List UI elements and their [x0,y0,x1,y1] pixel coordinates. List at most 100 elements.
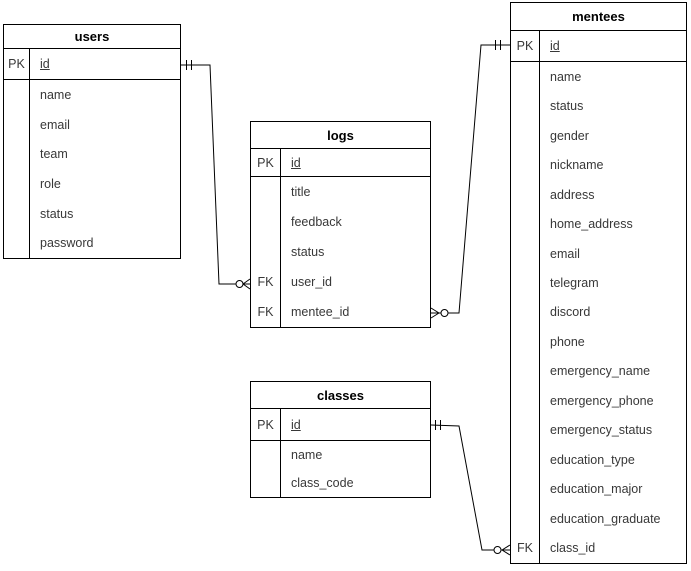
key-cell-empty [511,475,539,504]
attribute-row: nickname [550,158,604,173]
key-cell-empty [4,110,29,140]
attribute-column: name email team role status password [30,80,180,258]
pk-field: id [291,155,301,170]
attribute-row: name [550,69,582,84]
key-cell-empty [511,121,539,150]
attribute-row: status [40,206,74,221]
attribute-column: name class_code [281,441,430,497]
crow-foot-prong-logs-to-mentees [430,312,440,319]
zero-or-many-circle-classes-to-mentees [493,546,502,554]
attribute-row: address [550,187,595,202]
attribute-row: title [291,185,311,199]
pk-label: PK [4,49,30,79]
primary-key-row: PK id [511,31,686,62]
attribute-rows: name class_code [251,441,430,497]
key-column: FK FK [251,177,281,327]
attribute-row: gender [550,128,589,143]
pk-label: PK [511,31,540,61]
crow-foot-prong-classes-to-mentees [501,549,511,556]
attribute-row: telegram [550,276,599,291]
table-title: logs [251,122,430,149]
key-cell-empty [511,445,539,474]
key-cell-empty [4,80,29,110]
key-cell-empty [511,298,539,327]
key-cell-empty [511,209,539,238]
key-cell-empty [511,416,539,445]
key-cell-empty [251,177,280,207]
attribute-row: team [40,147,68,162]
attribute-row: status [291,245,325,259]
key-cell-empty [511,504,539,533]
crow-foot-prong-users-to-logs [242,278,251,285]
fk-label: FK [257,275,274,289]
zero-or-many-circle-users-to-logs [235,280,244,288]
crow-foot-prong-classes-to-mentees [501,544,511,551]
pk-label: PK [251,409,281,440]
pk-field: id [291,417,301,432]
attribute-row: password [40,236,94,251]
connector-classes-to-mentees [430,424,510,551]
attribute-row: education_type [550,452,635,467]
attribute-rows: name email team role status password [4,80,180,258]
key-cell-empty [251,441,280,469]
attribute-row: class_id [550,541,596,556]
pk-label: PK [251,149,281,176]
key-cell-empty [511,327,539,356]
crow-foot-prong-logs-to-mentees [430,307,440,314]
key-cell-empty [4,199,29,229]
key-column [251,441,281,497]
key-cell-empty [511,91,539,120]
pk-field: id [40,57,50,71]
attribute-row: emergency_status [550,423,653,438]
connector-users-to-logs [181,64,250,285]
key-cell-empty [4,228,29,258]
fk-label: FK [517,541,533,556]
fk-label: FK [257,305,274,319]
table-title: classes [251,382,430,409]
table-title: mentees [511,3,686,31]
attribute-row: class_code [291,476,354,490]
key-cell-empty [511,268,539,297]
attribute-row: email [550,246,580,261]
key-cell-empty [251,207,280,237]
key-column: FK [511,62,540,563]
attribute-row: education_graduate [550,511,661,526]
primary-key-row: PK id [251,409,430,441]
attribute-row: emergency_phone [550,393,654,408]
key-cell-empty [511,386,539,415]
attribute-row: mentee_id [291,305,350,319]
primary-key-row: PK id [4,49,180,80]
attribute-row: phone [550,334,585,349]
key-cell-empty [511,62,539,91]
attribute-row: email [40,117,70,132]
key-cell-empty [251,469,280,497]
connector-logs-to-mentees [431,44,510,314]
primary-key-row: PK id [251,149,430,177]
attribute-row: feedback [291,215,342,229]
key-cell-empty [511,150,539,179]
pk-field: id [550,39,560,53]
attribute-row: name [40,87,72,102]
key-cell-empty [511,357,539,386]
table-title: users [4,25,180,49]
key-column [4,80,30,258]
attribute-column: title feedback status user_id mentee_id [281,177,430,327]
crow-foot-prong-users-to-logs [242,283,251,290]
attribute-row: status [550,99,584,114]
attribute-row: emergency_name [550,364,651,379]
attribute-row: user_id [291,275,332,289]
attribute-row: discord [550,305,591,320]
attribute-row: education_major [550,482,643,497]
zero-or-many-circle-logs-to-mentees [440,309,449,317]
key-cell-empty [4,169,29,199]
attribute-row: role [40,176,61,191]
attribute-row: name [291,448,323,462]
attribute-rows: FK FK title feedback status user_id mentee_id [251,177,430,327]
